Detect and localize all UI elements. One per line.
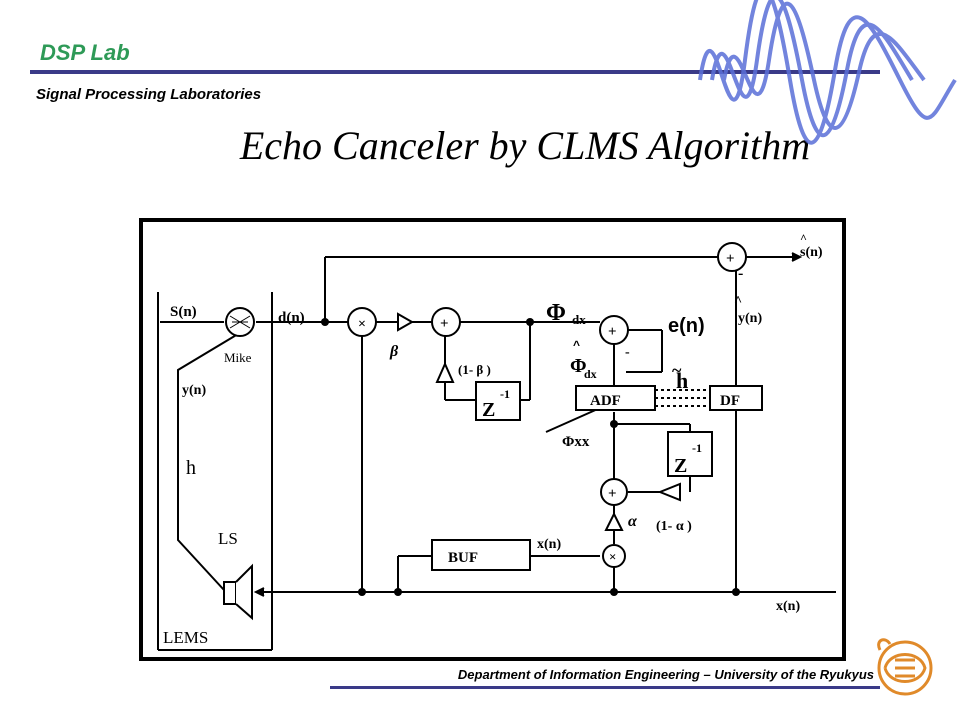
df-label: DF xyxy=(720,393,740,409)
y-hat-label: y(n) xyxy=(738,311,762,326)
footer-rule xyxy=(330,686,880,689)
mike-label: Mike xyxy=(224,350,252,365)
multiplier-x xyxy=(602,544,626,568)
header-rule xyxy=(30,70,880,74)
tilde-mark: ~ xyxy=(672,360,682,380)
alpha-label: α xyxy=(628,513,638,530)
beta-gain xyxy=(397,312,415,332)
alpha-gain xyxy=(604,511,624,531)
s-hat-label: s(n) xyxy=(800,245,823,260)
beta-label: β xyxy=(389,343,399,360)
room-y-label: y(n) xyxy=(182,383,206,398)
plus-symbol: + xyxy=(608,486,617,502)
room-h-label: h xyxy=(186,457,196,479)
lab-subtitle: Signal Processing Laboratories xyxy=(36,86,262,103)
hat-mark: ^ xyxy=(800,231,807,245)
one-minus-alpha-label: (1- α ) xyxy=(656,519,692,534)
buf-block xyxy=(431,539,531,571)
phi-dx-sub: dx xyxy=(572,312,586,327)
footer-text: Department of Information Engineering – … xyxy=(457,667,874,682)
adder-output xyxy=(717,242,747,272)
ls-label: LS xyxy=(218,529,238,548)
hat-mark: ^ xyxy=(573,338,580,352)
plus-symbol: + xyxy=(440,316,449,332)
adder-beta xyxy=(431,307,461,337)
plus-symbol: + xyxy=(608,324,617,340)
adder-alpha xyxy=(600,478,628,506)
z-inverse-label: Z xyxy=(674,455,687,477)
one-minus-beta-gain xyxy=(435,361,455,383)
x-n-buf-label: x(n) xyxy=(537,537,561,552)
times-symbol: × xyxy=(358,317,366,332)
lems-label: LEMS xyxy=(163,628,208,647)
d-n-label: d(n) xyxy=(278,310,305,326)
adf-label: ADF xyxy=(590,393,621,409)
multiplier-d xyxy=(347,307,377,337)
z-inverse-exp: -1 xyxy=(692,441,702,455)
phi-dx-label: Φ xyxy=(546,300,566,326)
df-block xyxy=(709,385,763,411)
z-inverse-exp: -1 xyxy=(500,387,510,401)
minus-sign: - xyxy=(625,345,630,360)
plus-symbol: + xyxy=(726,251,735,267)
adder-error xyxy=(599,315,629,345)
lab-name: DSP Lab xyxy=(40,40,130,65)
minus-sign: - xyxy=(738,265,743,282)
diagram-frame xyxy=(139,218,846,661)
s-in-label: S(n) xyxy=(170,304,197,320)
x-n-output-label: x(n) xyxy=(776,599,800,614)
loudspeaker-icon xyxy=(223,563,253,621)
delay-block-alpha xyxy=(667,431,713,477)
hat-mark: ^ xyxy=(734,294,742,309)
error-label: e(n) xyxy=(668,315,705,337)
phi-dx-hat-sub: dx xyxy=(584,367,597,381)
phi-dx-hat-label: Φ xyxy=(570,355,587,377)
delay-block-beta xyxy=(475,381,521,421)
phi-xx-label: Φxx xyxy=(562,434,590,450)
buf-label: BUF xyxy=(448,550,478,566)
one-minus-beta-label: (1- β ) xyxy=(458,362,491,377)
h-tilde-label: h xyxy=(676,368,688,393)
adf-block xyxy=(575,385,656,411)
times-symbol: × xyxy=(609,549,616,564)
one-minus-alpha-gain xyxy=(657,482,681,502)
z-inverse-label: Z xyxy=(482,399,495,421)
